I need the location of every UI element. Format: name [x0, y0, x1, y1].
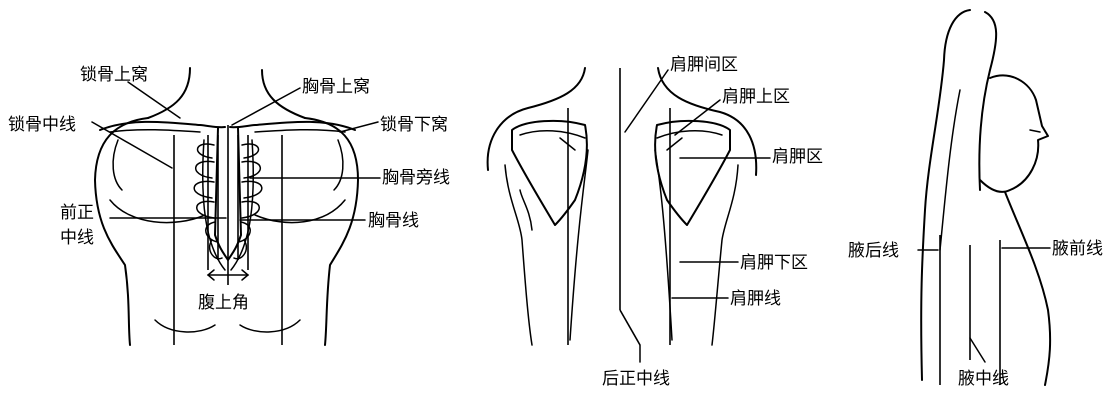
anterior-view: 锁骨上窝 胸骨上窝 锁骨中线 锁骨下窝 胸骨旁线 前正 中线 胸骨线 腹上角 [8, 65, 450, 346]
label-posterior-axillary-line: 腋后线 [848, 241, 899, 261]
lateral-label-group: 腋后线 腋前线 腋中线 [848, 239, 1103, 389]
posterior-view: 肩胛间区 肩胛上区 肩胛区 肩胛下区 肩胛线 后正中线 [486, 55, 823, 389]
label-posterior-midline: 后正中线 [602, 369, 670, 389]
label-suprasternal-fossa: 胸骨上窝 [302, 77, 370, 97]
posterior-body-outline [486, 67, 758, 346]
label-infrascapular-region: 肩胛下区 [740, 253, 808, 273]
lateral-leaders [917, 247, 1051, 363]
label-infraclavicular-fossa: 锁骨下窝 [380, 115, 448, 135]
label-infrasternal-angle: 腹上角 [198, 293, 249, 313]
anterior-body-outline [94, 67, 359, 346]
label-supraclavicular-fossa: 锁骨上窝 [80, 65, 148, 85]
label-parasternal-line: 胸骨旁线 [382, 168, 450, 188]
lateral-reference-lines [939, 235, 1001, 385]
posterior-reference-lines [567, 68, 671, 346]
label-anterior-midline-1: 前正 [60, 203, 94, 223]
label-anterior-midline-2: 中线 [60, 228, 94, 248]
label-scapular-line: 肩胛线 [730, 289, 781, 309]
anterior-leaders [91, 81, 381, 221]
posterior-label-group: 肩胛间区 肩胛上区 肩胛区 肩胛下区 肩胛线 后正中线 [602, 55, 823, 389]
lateral-body-outline [920, 9, 1052, 386]
label-suprascapular-region: 肩胛上区 [722, 87, 790, 107]
label-sternal-line: 胸骨线 [368, 211, 419, 231]
posterior-leaders [624, 69, 771, 363]
label-interscapular-region: 肩胛间区 [670, 55, 738, 75]
lateral-view: 腋后线 腋前线 腋中线 [848, 9, 1103, 389]
label-scapular-region: 肩胛区 [772, 147, 823, 167]
label-anterior-axillary-line: 腋前线 [1052, 239, 1103, 259]
anterior-label-group: 锁骨上窝 胸骨上窝 锁骨中线 锁骨下窝 胸骨旁线 前正 中线 胸骨线 腹上角 [8, 65, 450, 313]
anterior-reference-lines [173, 125, 283, 345]
label-midclavicular-line: 锁骨中线 [8, 115, 76, 135]
posterior-midline-lower [619, 309, 641, 346]
scapulae [511, 119, 731, 226]
label-midaxillary-line: 腋中线 [958, 369, 1009, 389]
